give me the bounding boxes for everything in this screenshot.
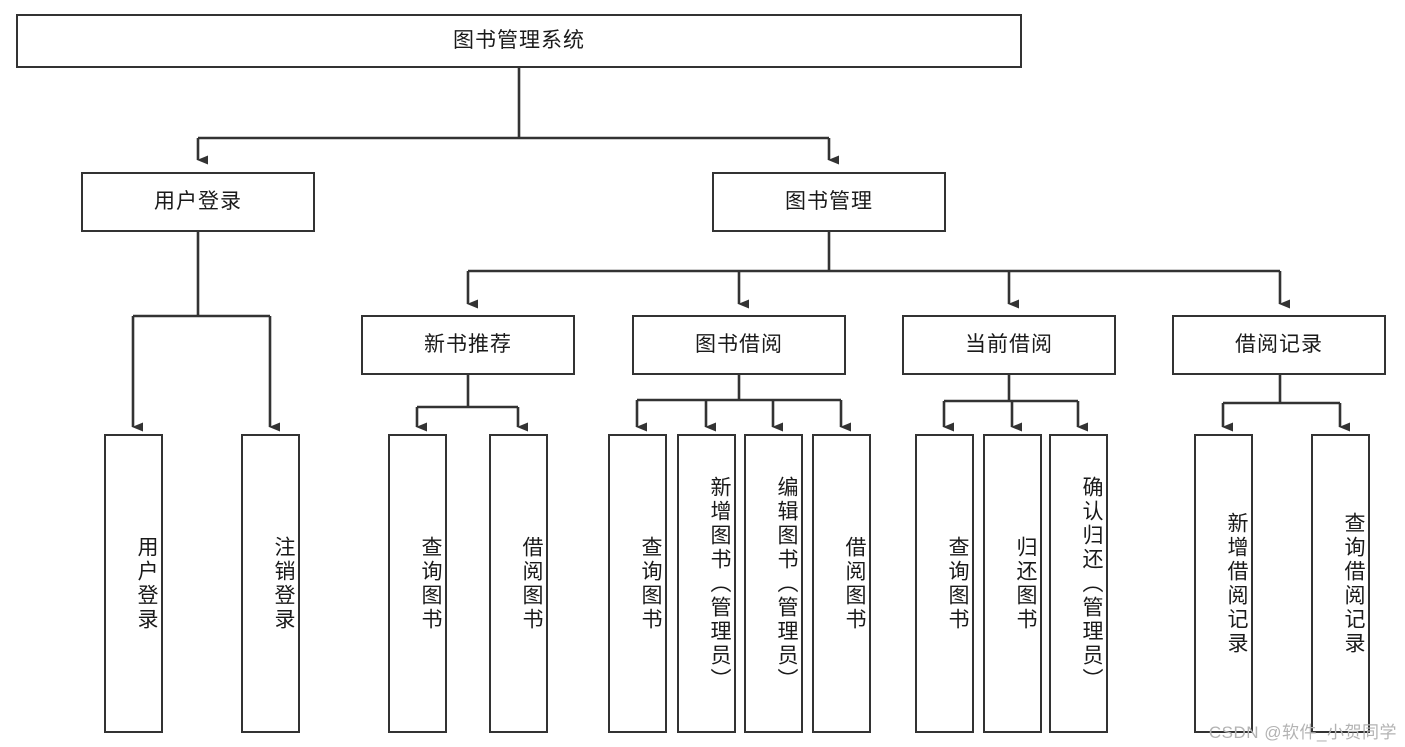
node-leaf-confirm-return[interactable]: 确认归还（管理员） — [1049, 434, 1108, 733]
node-leaf-query-book-3[interactable]: 查询图书 — [915, 434, 974, 733]
node-borrow-record[interactable]: 借阅记录 — [1172, 315, 1386, 375]
node-leaf-query-book-2-label: 查询图书 — [639, 535, 662, 632]
node-book-borrow[interactable]: 图书借阅 — [632, 315, 846, 375]
node-root[interactable]: 图书管理系统 — [16, 14, 1022, 68]
node-leaf-add-book[interactable]: 新增图书（管理员） — [677, 434, 736, 733]
node-leaf-confirm-return-label: 确认归还（管理员） — [1080, 475, 1103, 692]
node-leaf-edit-book[interactable]: 编辑图书（管理员） — [744, 434, 803, 733]
node-leaf-return-book-label: 归还图书 — [1014, 535, 1037, 632]
node-leaf-edit-book-label: 编辑图书（管理员） — [775, 475, 798, 692]
node-leaf-return-book[interactable]: 归还图书 — [983, 434, 1042, 733]
node-leaf-query-record-label: 查询借阅记录 — [1342, 511, 1365, 656]
node-leaf-user-logout-label: 注销登录 — [272, 535, 295, 632]
node-new-book-recommend-label: 新书推荐 — [424, 333, 512, 357]
node-leaf-user-login-label: 用户登录 — [135, 535, 158, 632]
node-leaf-query-book-1[interactable]: 查询图书 — [388, 434, 447, 733]
node-user-login-label: 用户登录 — [154, 190, 242, 214]
node-leaf-add-book-label: 新增图书（管理员） — [708, 475, 731, 692]
node-borrow-record-label: 借阅记录 — [1235, 333, 1323, 357]
node-root-label: 图书管理系统 — [453, 29, 585, 53]
node-current-borrow[interactable]: 当前借阅 — [902, 315, 1116, 375]
node-leaf-query-book-3-label: 查询图书 — [946, 535, 969, 632]
node-new-book-recommend[interactable]: 新书推荐 — [361, 315, 575, 375]
node-user-login[interactable]: 用户登录 — [81, 172, 315, 232]
node-leaf-query-book-1-label: 查询图书 — [419, 535, 442, 632]
node-leaf-user-login[interactable]: 用户登录 — [104, 434, 163, 733]
node-leaf-query-book-2[interactable]: 查询图书 — [608, 434, 667, 733]
node-leaf-borrow-book-2[interactable]: 借阅图书 — [812, 434, 871, 733]
node-leaf-add-record[interactable]: 新增借阅记录 — [1194, 434, 1253, 733]
node-leaf-borrow-book-1-label: 借阅图书 — [520, 535, 543, 632]
node-leaf-add-record-label: 新增借阅记录 — [1225, 511, 1248, 656]
node-leaf-query-record[interactable]: 查询借阅记录 — [1311, 434, 1370, 733]
node-leaf-borrow-book-2-label: 借阅图书 — [843, 535, 866, 632]
node-current-borrow-label: 当前借阅 — [965, 333, 1053, 357]
node-book-borrow-label: 图书借阅 — [695, 333, 783, 357]
node-book-manage[interactable]: 图书管理 — [712, 172, 946, 232]
node-leaf-user-logout[interactable]: 注销登录 — [241, 434, 300, 733]
watermark-text: CSDN @软件_小贺同学 — [1208, 723, 1397, 742]
node-book-manage-label: 图书管理 — [785, 190, 873, 214]
node-leaf-borrow-book-1[interactable]: 借阅图书 — [489, 434, 548, 733]
